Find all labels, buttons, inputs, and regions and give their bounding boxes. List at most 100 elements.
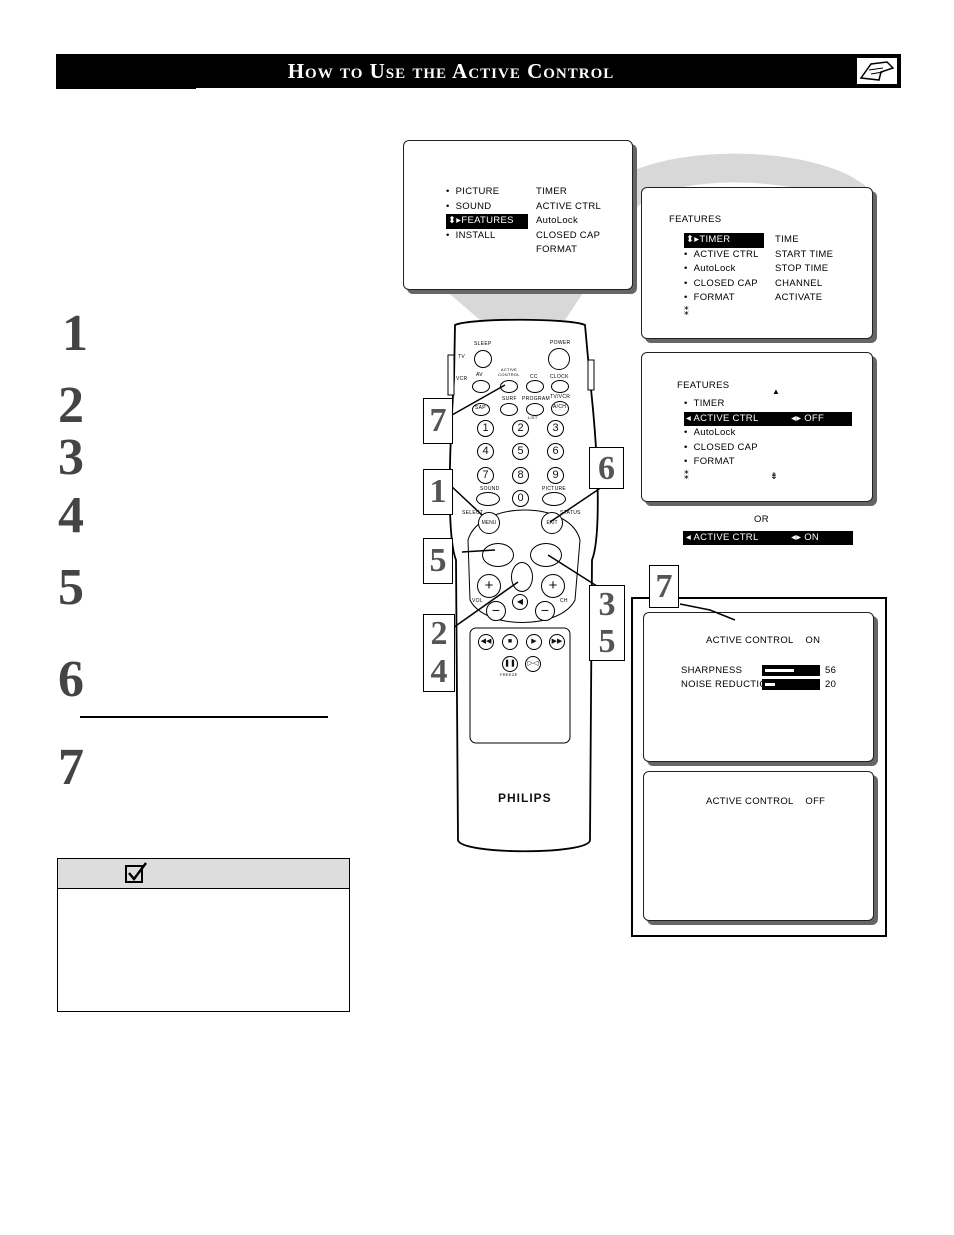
active-menu-item-autolock[interactable]: AutoLock bbox=[684, 426, 852, 441]
sap-button[interactable] bbox=[472, 403, 490, 416]
avcr-button[interactable] bbox=[551, 401, 569, 416]
surf-button[interactable] bbox=[500, 403, 518, 416]
digit-4-button[interactable]: 4 bbox=[477, 443, 494, 460]
noise-reduction-value: 20 bbox=[825, 679, 837, 690]
digit-9-button[interactable]: 9 bbox=[547, 467, 564, 484]
digit-1-button[interactable]: 1 bbox=[477, 420, 494, 437]
features-item-timer-selected[interactable]: ⬍▸TIMER bbox=[684, 233, 764, 248]
timer-option-start-time: START TIME bbox=[775, 248, 834, 260]
active-control-on-screen: ACTIVE CONTROL ON SHARPNESS 56 NOISE RED… bbox=[643, 612, 874, 762]
picture-label: PICTURE bbox=[542, 486, 567, 492]
av-button[interactable] bbox=[472, 380, 490, 393]
callout-3-5: 3 5 bbox=[589, 585, 625, 661]
menu-item-picture[interactable]: PICTURE bbox=[446, 185, 528, 200]
active-ctrl-row-selected[interactable]: ◂ ACTIVE CTRL ◂▸ OFF bbox=[684, 411, 852, 426]
callout-6: 6 bbox=[589, 447, 624, 489]
active-control-label: ACTIVE CONTROL bbox=[498, 367, 520, 377]
callout-2-4-bottom: 4 bbox=[430, 653, 448, 690]
menu-item-features-selected[interactable]: ⬍▸FEATURES bbox=[446, 214, 528, 229]
clock-button[interactable] bbox=[551, 380, 569, 393]
stop-icon[interactable]: ■ bbox=[502, 634, 518, 650]
digit-8-button[interactable]: 8 bbox=[512, 467, 529, 484]
features-item-closed-cap[interactable]: CLOSED CAP bbox=[684, 277, 764, 292]
features-item-autolock[interactable]: AutoLock bbox=[684, 262, 764, 277]
noise-reduction-bar[interactable] bbox=[762, 679, 820, 690]
sharpness-value: 56 bbox=[825, 665, 837, 676]
header-underline bbox=[56, 87, 196, 89]
play-icon[interactable]: ▶ bbox=[526, 634, 542, 650]
digit-6-button[interactable]: 6 bbox=[547, 443, 564, 460]
active-control-button[interactable] bbox=[500, 380, 518, 393]
ch-minus-icon[interactable]: − bbox=[535, 601, 555, 621]
callout-3-5-bottom: 5 bbox=[598, 623, 616, 660]
picture-button[interactable] bbox=[542, 492, 566, 506]
active-menu-item-closed-cap[interactable]: CLOSED CAP bbox=[684, 441, 852, 456]
program-button[interactable] bbox=[526, 403, 544, 416]
step-number-7: 7 bbox=[58, 739, 84, 796]
digit-3-button[interactable]: 3 bbox=[547, 420, 564, 437]
digit-7-button[interactable]: 7 bbox=[477, 467, 494, 484]
sleep-button[interactable] bbox=[474, 350, 492, 368]
record-icon[interactable]: ▷◁ bbox=[525, 656, 541, 672]
cc-button[interactable] bbox=[526, 380, 544, 393]
alt-active-ctrl-label: ACTIVE CTRL bbox=[693, 532, 759, 543]
left-right-arrow-icon: ◂▸ bbox=[791, 412, 805, 424]
active-menu-title: FEATURES bbox=[677, 380, 730, 391]
ir-beam bbox=[445, 153, 870, 320]
active-menu-item-timer[interactable]: TIMER bbox=[684, 397, 852, 412]
off-title-text: ACTIVE CONTROL bbox=[706, 796, 794, 807]
cursor-left-button[interactable] bbox=[482, 543, 514, 567]
off-screen-title: ACTIVE CONTROL OFF bbox=[706, 796, 825, 807]
active-menu-item-active-ctrl: ACTIVE CTRL bbox=[693, 412, 759, 424]
vol-plus-icon[interactable]: + bbox=[477, 574, 501, 598]
timer-option-channel: CHANNEL bbox=[775, 277, 823, 289]
vol-minus-icon[interactable]: − bbox=[486, 601, 506, 621]
off-state: OFF bbox=[805, 796, 826, 807]
cursor-down-button[interactable] bbox=[511, 562, 533, 592]
digit-5-button[interactable]: 5 bbox=[512, 443, 529, 460]
sharpness-label: SHARPNESS bbox=[681, 665, 743, 676]
down-arrow-icon: ⁑ ⇟ bbox=[684, 470, 779, 482]
callout-lines bbox=[449, 384, 606, 631]
callout-2-4-top: 2 bbox=[430, 615, 448, 652]
cursor-right-button[interactable] bbox=[530, 543, 562, 567]
features-item-format[interactable]: FORMAT bbox=[684, 291, 764, 306]
active-ctrl-menu-screen: FEATURES ▲ TIMER ◂ ACTIVE CTRL ◂▸ OFF Au… bbox=[641, 352, 873, 502]
cc-label: CC bbox=[530, 374, 538, 380]
menu-item-install[interactable]: INSTALL bbox=[446, 229, 528, 244]
fast-forward-icon[interactable]: ▶▶ bbox=[549, 634, 565, 650]
features-item-active-ctrl[interactable]: ACTIVE CTRL bbox=[684, 248, 764, 263]
noise-reduction-label: NOISE REDUCTION bbox=[681, 679, 775, 690]
checkmark-icon bbox=[125, 862, 147, 883]
left-arrow-icon: ◂ bbox=[686, 532, 694, 543]
digit-2-button[interactable]: 2 bbox=[512, 420, 529, 437]
submenu-timer: TIMER bbox=[536, 186, 568, 197]
mute-icon[interactable]: ◀ bbox=[512, 594, 528, 610]
down-arrow-icon: ⁑ bbox=[684, 306, 690, 318]
step-number-1: 1 bbox=[62, 305, 88, 362]
tvvcr-label: TV/VCR bbox=[550, 394, 571, 400]
callout-7-screen: 7 bbox=[649, 565, 679, 608]
sharpness-bar[interactable] bbox=[762, 665, 820, 676]
note-header bbox=[58, 859, 349, 889]
updown-arrow-icon: ⬍▸ bbox=[686, 234, 700, 245]
menu-item-sound[interactable]: SOUND bbox=[446, 200, 528, 215]
callout-7-remote: 7 bbox=[423, 398, 453, 444]
menu-button[interactable]: MENU bbox=[478, 512, 500, 534]
vol-label: VOL bbox=[472, 598, 483, 604]
select-label: SELECT bbox=[462, 510, 484, 516]
pause-icon[interactable]: ❚❚ bbox=[502, 656, 518, 672]
status-label: STATUS bbox=[560, 510, 581, 516]
sound-button[interactable] bbox=[476, 492, 500, 506]
rewind-icon[interactable]: ◀◀ bbox=[478, 634, 494, 650]
updown-arrow-icon: ⬍▸ bbox=[448, 215, 462, 226]
power-button[interactable] bbox=[548, 348, 570, 370]
digit-0-button[interactable]: 0 bbox=[512, 490, 529, 507]
ch-label: CH bbox=[560, 598, 568, 604]
ch-plus-icon[interactable]: + bbox=[541, 574, 565, 598]
step-number-5: 5 bbox=[58, 559, 84, 616]
submenu-closed-cap: CLOSED CAP bbox=[536, 229, 601, 241]
submenu-format: FORMAT bbox=[536, 244, 578, 255]
active-menu-item-format[interactable]: FORMAT bbox=[684, 455, 852, 470]
step-divider bbox=[80, 716, 328, 718]
